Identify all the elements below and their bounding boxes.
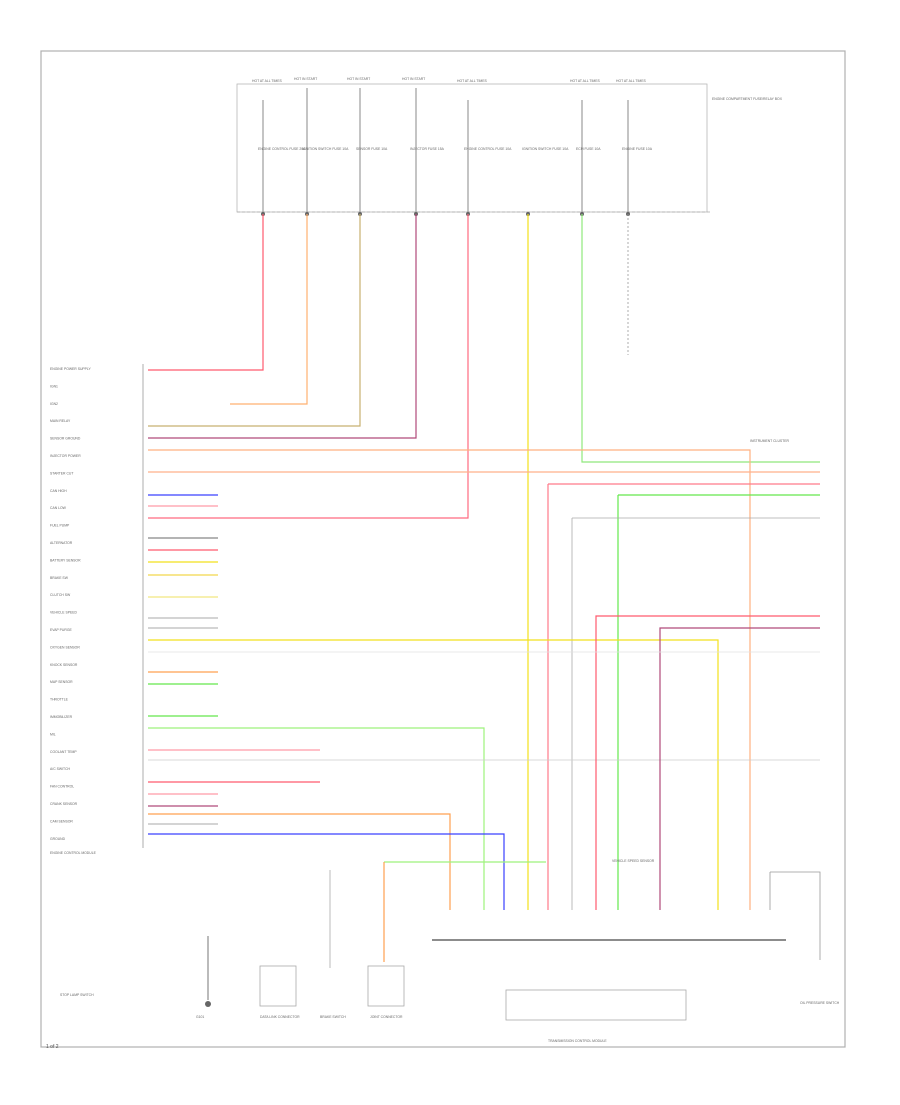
- ecm-pin-label: CAM SENSOR: [50, 819, 73, 823]
- page-footer: 1 of 2: [46, 1044, 59, 1050]
- instrument-cluster-label: INSTRUMENT CLUSTER: [750, 439, 789, 443]
- ecm-pin-label: FAN CONTROL: [50, 785, 74, 789]
- fuse-label-8: ENGINE FUSE 10A: [622, 147, 653, 151]
- ecm-pin-label: IMMOBILIZER: [50, 715, 73, 719]
- fuse-label-1: ENGINE CONTROL FUSE 20A: [258, 147, 306, 151]
- ecm-pin-label: ENGINE POWER SUPPLY: [50, 367, 92, 371]
- lower-label-2: BRAKE SWITCH: [320, 1015, 346, 1019]
- fuse-header-4: HOT IN START: [402, 77, 425, 81]
- fuse-header-1: HOT AT ALL TIMES: [252, 79, 283, 83]
- ecm-pin-label: INJECTOR POWER: [50, 454, 81, 458]
- fuse-box: HOT AT ALL TIMES HOT IN START HOT IN STA…: [236, 77, 783, 216]
- ground-label: G101: [196, 1015, 204, 1019]
- ecm-pin-label: SENSOR GROUND: [50, 437, 81, 441]
- lower-label-4: VEHICLE SPEED SENSOR: [612, 859, 655, 863]
- ecm-pin-label: THROTTLE: [50, 698, 69, 702]
- ecm-pin-label: FUEL PUMP: [50, 524, 70, 528]
- tcm: TRANSMISSION CONTROL MODULE: [432, 939, 786, 1043]
- ecm-pin-label: CAN LOW: [50, 506, 67, 510]
- ecm-pin-label: MIL: [50, 732, 56, 736]
- lower-components: STOP LAMP SWITCH G101 DATA LINK CONNECTO…: [60, 859, 840, 1019]
- fuse-label-4: INJECTOR FUSE 15A: [410, 147, 445, 151]
- lower-label-1: DATA LINK CONNECTOR: [260, 1015, 300, 1019]
- ecm-label: ENGINE CONTROL MODULE: [50, 851, 97, 855]
- fuse-header-6: HOT AT ALL TIMES: [570, 79, 601, 83]
- lower-label-3: JOINT CONNECTOR: [370, 1015, 403, 1019]
- fuse-label-5: ENGINE CONTROL FUSE 10A: [464, 147, 512, 151]
- ecm-pin-label: OXYGEN SENSOR: [50, 645, 80, 649]
- ecm-pin-label: CLUTCH SW: [50, 593, 71, 597]
- ecm-pin-label: MAIN RELAY: [50, 419, 71, 423]
- wires: [148, 214, 821, 962]
- ecm-pin-label: IGN2: [50, 402, 58, 406]
- ecm-pin-label: MAP SENSOR: [50, 680, 73, 684]
- fuse-header-3: HOT IN START: [347, 77, 370, 81]
- ecm-pin-label: GROUND: [50, 837, 66, 841]
- fuse-header-5: HOT AT ALL TIMES: [457, 79, 488, 83]
- diagram-border: [40, 50, 846, 1048]
- ecm-pin-label: EVAP PURGE: [50, 628, 72, 632]
- ecm-pin-label: CRANK SENSOR: [50, 802, 78, 806]
- ecm-pin-label: VEHICLE SPEED: [50, 611, 77, 615]
- lower-label-5: OIL PRESSURE SWITCH: [800, 1001, 840, 1005]
- fuse-label-2: IGNITION SWITCH FUSE 10A: [302, 147, 349, 151]
- ground-symbol: [205, 1001, 211, 1007]
- ecm-pin-label: COOLANT TEMP: [50, 750, 77, 754]
- ecm-pin-label: STARTER CUT: [50, 471, 73, 475]
- ecm-pin-label: CAN HIGH: [50, 489, 67, 493]
- fuse-header-7: HOT AT ALL TIMES: [616, 79, 647, 83]
- ecm-pin-label: BATTERY SENSOR: [50, 558, 81, 562]
- ecm-pin-label: KNOCK SENSOR: [50, 663, 78, 667]
- stop-lamp-label: STOP LAMP SWITCH: [60, 993, 94, 997]
- fuse-label-6: IGNITION SWITCH FUSE 10A: [522, 147, 569, 151]
- ecm-pin-label: BRAKE SW: [50, 576, 69, 580]
- fuse-label-7: ECM FUSE 10A: [576, 147, 601, 151]
- fuse-label-3: SENSOR FUSE 10A: [356, 147, 388, 151]
- fuse-header-2: HOT IN START: [294, 77, 317, 81]
- fuse-box-label: ENGINE COMPARTMENT FUSE/RELAY BOX: [712, 97, 783, 101]
- tcm-label: TRANSMISSION CONTROL MODULE: [548, 1039, 607, 1043]
- ecm-pin-label: IGN1: [50, 384, 58, 388]
- ecm-pin-label: A/C SWITCH: [50, 767, 71, 771]
- ecm-pin-label: ALTERNATOR: [50, 541, 73, 545]
